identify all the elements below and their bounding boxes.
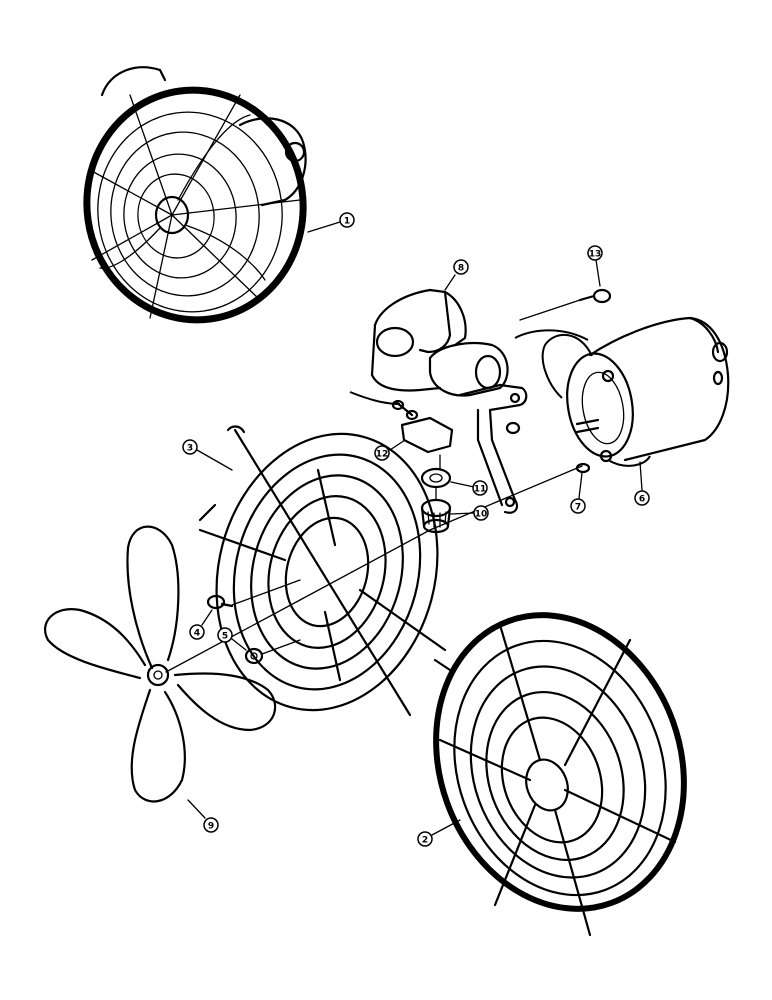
callout-bubble [217,627,233,643]
callout-2: 2 [422,836,428,846]
rear-guard [198,425,452,717]
callout-10: 10 [475,510,488,520]
screw [578,288,612,304]
callout-11: 11 [474,485,487,495]
callout-bubble [473,505,489,521]
callout-5: 5 [222,632,228,642]
motor-bracket-housing [349,288,528,514]
switch-knob [420,498,452,534]
front-guard [433,612,687,937]
callout-bubble [339,212,355,228]
callout-4: 4 [194,629,200,639]
fan-blade [44,525,277,803]
callout-7: 7 [575,503,581,513]
callout-bubble [587,245,603,261]
callout-3: 3 [187,444,193,454]
callout-13: 13 [589,250,602,260]
callout-bubble [570,498,586,514]
guard-screw [206,594,234,610]
callout-bubble [374,445,390,461]
callout-bubble [182,439,198,455]
callout-bubble [453,259,469,275]
electric-motor [514,316,730,467]
callout-1: 1 [344,217,350,227]
switch-nut [420,467,452,489]
callout-9: 9 [208,822,214,832]
callout-bubble [472,480,488,496]
callout-bubble [634,490,650,506]
guard-nut [244,647,264,665]
rotary-switch [391,399,454,454]
callout-bubble [189,624,205,640]
callout-6: 6 [639,495,645,505]
callout-8: 8 [458,264,464,274]
assembly-lines [165,299,583,673]
callout-bubble [417,831,433,847]
assembled-fan [83,66,307,324]
callout-bubble [203,817,219,833]
callout-12: 12 [376,450,389,460]
callouts: 1 8 13 3 12 11 10 7 6 4 [182,212,650,847]
